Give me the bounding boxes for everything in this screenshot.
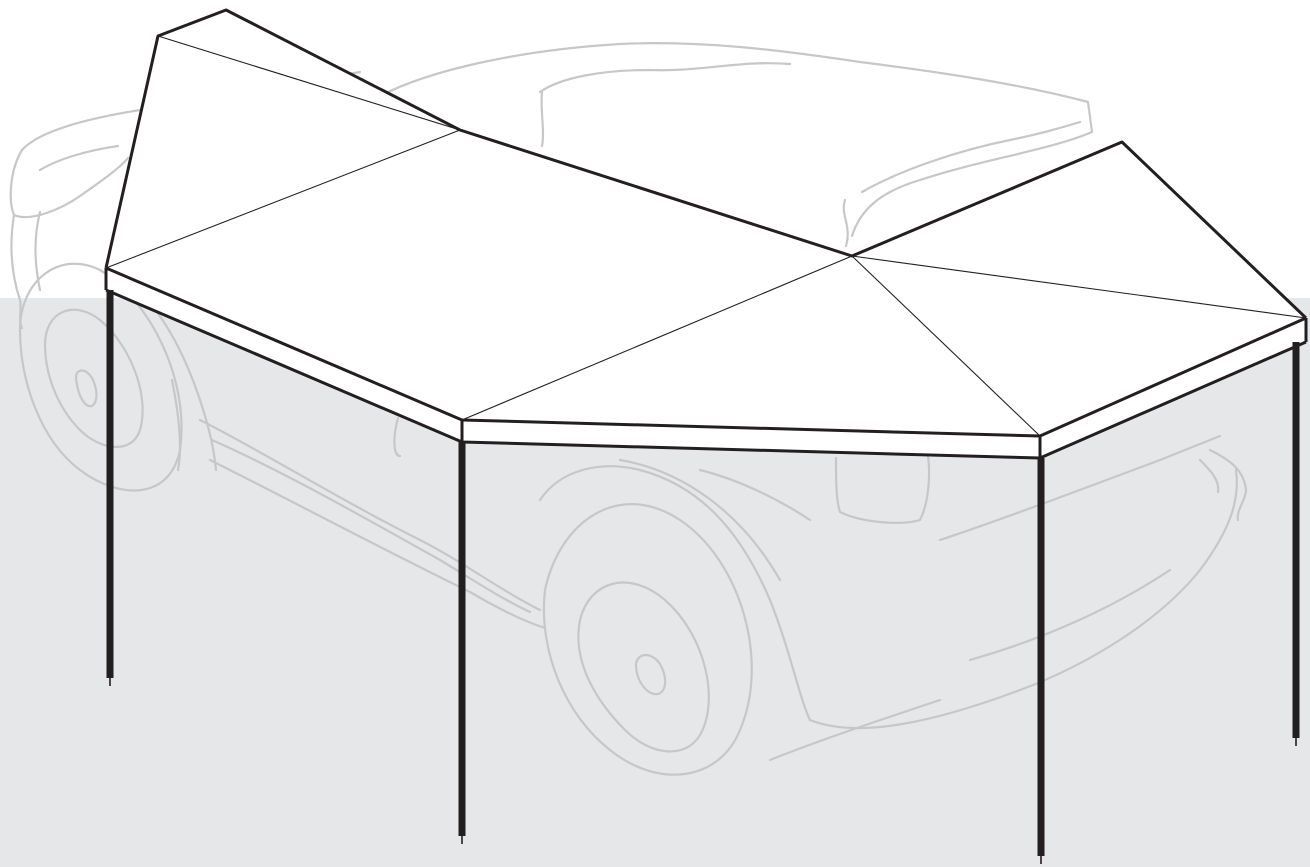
vehicle-front-grille — [9, 148, 130, 219]
awning-valance-front — [462, 420, 1040, 458]
roof-cargo-wrinkle — [842, 198, 849, 248]
vehicle-rocker-panel — [210, 438, 532, 614]
vehicle-headlight — [38, 144, 120, 172]
vehicle-door-line — [170, 378, 182, 472]
vehicle-door-line — [393, 416, 402, 458]
awning — [104, 8, 1308, 460]
support-legs — [106, 290, 1300, 864]
vehicle-rocker-panel — [198, 418, 542, 612]
vehicle-rear-bumper — [1208, 448, 1248, 522]
front-wheel-hub — [74, 369, 98, 408]
awning-seam — [851, 255, 1041, 437]
awning-left-fold-panel — [106, 10, 460, 268]
vehicle-rear-bumper — [968, 568, 1172, 662]
roof-cargo-wrinkle — [860, 120, 1082, 194]
roof-cargo-wrinkle — [538, 62, 792, 94]
vehicle-rear-door — [938, 434, 1222, 542]
awning-seam — [105, 129, 461, 269]
rear-fender — [618, 458, 782, 582]
rear-wheel-tire — [542, 503, 753, 776]
vehicle-side-line — [698, 468, 812, 522]
awning-leg-3 — [1037, 458, 1045, 856]
awning-seam — [157, 35, 461, 131]
awning-front-edge — [105, 266, 1307, 438]
awning-seam — [851, 255, 1307, 319]
front-wheel-rim — [43, 308, 144, 448]
awning-valance-right — [1040, 318, 1306, 458]
vehicle-mud-flap — [1198, 458, 1220, 494]
vehicle-rear-body — [808, 468, 1238, 730]
vehicle-silhouette — [9, 42, 1248, 776]
awning-leg-2 — [458, 442, 466, 836]
roof-cargo-bag — [378, 42, 1094, 238]
vehicle-rear-body — [768, 698, 942, 762]
awning-main-panels — [106, 130, 1306, 436]
vehicle-bumper — [34, 210, 42, 292]
awning-seam — [461, 255, 853, 421]
vehicle-side-step — [208, 458, 547, 630]
awning-leg-1 — [106, 290, 114, 678]
awning-valance-left — [106, 268, 462, 442]
awning-leg-4 — [1292, 342, 1300, 738]
awning-top-edge — [104, 8, 1308, 320]
rear-wheel-arch — [538, 465, 812, 722]
vehicle-tail-light — [834, 454, 931, 524]
roof-cargo-wrinkle — [540, 90, 545, 148]
awning-valance-bottom-edge — [105, 288, 1307, 460]
rear-wheel-rim — [577, 581, 710, 753]
rear-wheel-hub — [634, 653, 667, 696]
